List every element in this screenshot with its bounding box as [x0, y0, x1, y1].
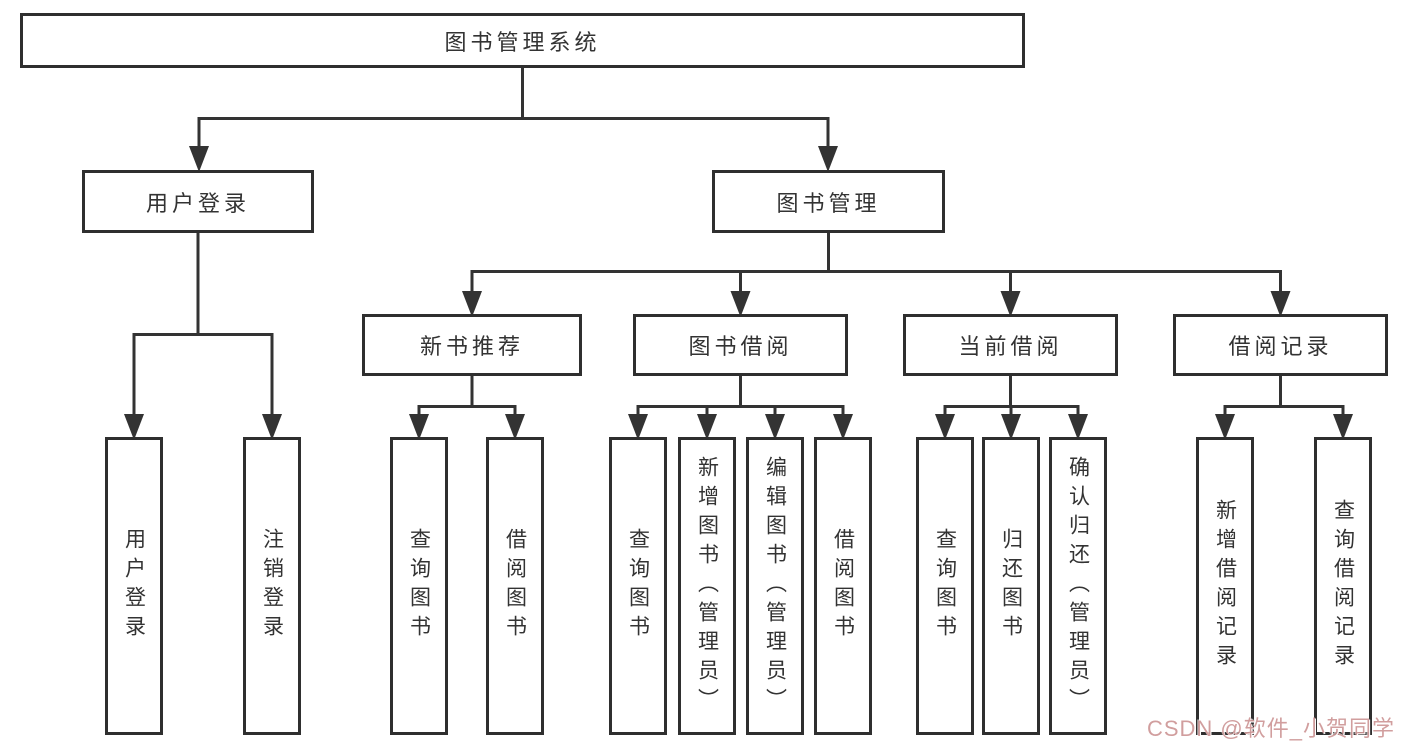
node-label: 借阅图书 — [831, 528, 855, 644]
node-leaf-borrow-books-1: 借阅图书 — [486, 437, 544, 735]
node-borrow-records: 借阅记录 — [1173, 314, 1388, 376]
node-label: 新增借阅记录 — [1213, 499, 1237, 673]
arrow-down-icon — [409, 414, 429, 440]
arrow-down-icon — [189, 146, 209, 172]
arrow-down-icon — [628, 414, 648, 440]
node-book-borrow: 图书借阅 — [633, 314, 848, 376]
node-leaf-confirm-return-admin: 确认归还（管理员） — [1049, 437, 1107, 735]
connector-root-to-level1 — [189, 68, 838, 172]
node-label: 图书管理系统 — [444, 29, 601, 55]
node-label: 查询图书 — [407, 528, 431, 644]
arrow-down-icon — [505, 414, 525, 440]
arrow-down-icon — [1270, 291, 1291, 317]
node-leaf-user-login: 用户登录 — [105, 437, 163, 735]
node-leaf-add-borrow-record: 新增借阅记录 — [1196, 437, 1254, 735]
node-label: 注销登录 — [260, 528, 284, 644]
node-label: 借阅图书 — [503, 528, 527, 644]
node-current-borrow: 当前借阅 — [903, 314, 1118, 376]
node-label: 当前借阅 — [958, 334, 1063, 359]
connector-line — [636, 376, 845, 416]
node-label: 归还图书 — [999, 528, 1023, 644]
arrow-down-icon — [765, 414, 785, 440]
node-leaf-edit-books-admin: 编辑图书（管理员） — [746, 437, 804, 735]
node-label: 查询借阅记录 — [1331, 499, 1355, 673]
arrow-down-icon — [833, 414, 853, 440]
arrow-down-icon — [262, 414, 282, 440]
node-leaf-logout: 注销登录 — [243, 437, 301, 735]
node-label: 查询图书 — [933, 528, 957, 644]
connector-new-book-rec-to-leaves — [409, 376, 525, 440]
node-book-management: 图书管理 — [712, 170, 945, 233]
arrow-down-icon — [1215, 414, 1235, 440]
node-label: 用户登录 — [122, 528, 146, 644]
node-leaf-borrow-books-2: 借阅图书 — [814, 437, 872, 735]
arrow-down-icon — [818, 146, 838, 172]
node-leaf-return-books: 归还图书 — [982, 437, 1040, 735]
connector-line — [132, 233, 274, 416]
csdn-watermark: CSDN @软件_小贺同学 — [1146, 716, 1395, 741]
arrow-down-icon — [1000, 291, 1021, 317]
node-label: 新增图书（管理员） — [695, 455, 719, 717]
node-leaf-add-books-admin: 新增图书（管理员） — [678, 437, 736, 735]
node-new-book-recommend: 新书推荐 — [362, 314, 582, 376]
connector-line — [1223, 376, 1345, 416]
node-label: 编辑图书（管理员） — [763, 455, 787, 717]
node-leaf-query-books-2: 查询图书 — [609, 437, 667, 735]
node-label: 查询图书 — [626, 528, 650, 644]
connector-current-borrow-to-leaves — [935, 376, 1088, 440]
connector-line — [943, 376, 1080, 416]
arrow-down-icon — [1068, 414, 1088, 440]
arrow-down-icon — [462, 291, 482, 317]
node-label: 图书借阅 — [688, 334, 793, 359]
connector-line — [470, 233, 1282, 293]
node-label: 新书推荐 — [419, 334, 524, 359]
connector-book-mgmt-to-level2 — [462, 233, 1291, 317]
arrow-down-icon — [124, 414, 144, 440]
arrow-down-icon — [935, 414, 955, 440]
node-library-system: 图书管理系统 — [20, 13, 1025, 68]
node-label: 借阅记录 — [1228, 334, 1333, 359]
arrow-down-icon — [730, 291, 751, 317]
connector-user-login-to-leaves — [124, 233, 282, 440]
node-leaf-query-borrow-record: 查询借阅记录 — [1314, 437, 1372, 735]
connector-book-borrow-to-leaves — [628, 376, 853, 440]
node-label: 用户登录 — [145, 190, 250, 216]
connector-borrow-records-to-leaves — [1215, 376, 1353, 440]
node-leaf-query-books-3: 查询图书 — [916, 437, 974, 735]
node-leaf-query-books-1: 查询图书 — [390, 437, 448, 735]
arrow-down-icon — [697, 414, 717, 440]
node-label: 确认归还（管理员） — [1066, 455, 1090, 717]
arrow-down-icon — [1333, 414, 1353, 440]
connector-line — [417, 376, 517, 416]
connector-line — [197, 68, 830, 148]
node-user-login: 用户登录 — [82, 170, 314, 233]
arrow-down-icon — [1001, 414, 1021, 440]
node-label: 图书管理 — [776, 190, 881, 216]
